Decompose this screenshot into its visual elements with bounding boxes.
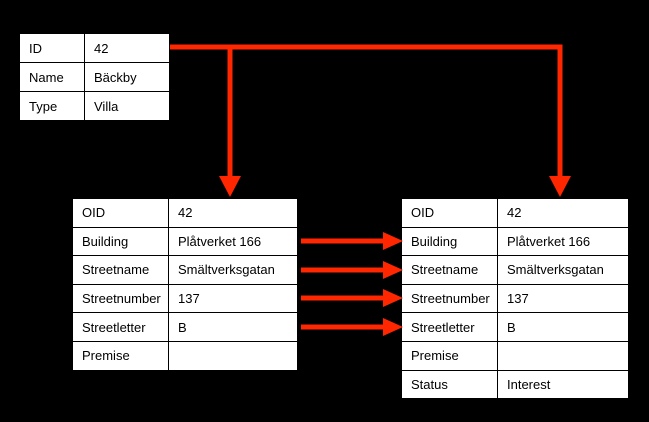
- field-label: Streetletter: [401, 312, 498, 342]
- field-label: Streetname: [401, 255, 498, 285]
- table-row: Premise: [401, 340, 629, 371]
- field-label: Streetname: [72, 255, 169, 285]
- field-label: OID: [72, 198, 169, 228]
- table-row: Streetnumber 137: [401, 283, 629, 314]
- table-row: Streetname Smältverksgatan: [72, 255, 298, 285]
- table-row: Premise: [72, 340, 298, 371]
- table-row: Building Plåtverket 166: [401, 226, 629, 257]
- field-label: Streetnumber: [401, 283, 498, 314]
- table-row: Building Plåtverket 166: [72, 226, 298, 257]
- field-value: [497, 340, 629, 371]
- field-label: Building: [72, 226, 169, 257]
- field-value: Interest: [497, 369, 629, 400]
- field-label: Streetnumber: [72, 283, 169, 314]
- field-value: Bäckby: [84, 62, 170, 92]
- field-label: Premise: [72, 340, 169, 371]
- address-record-table-right: OID 42 Building Plåtverket 166 Streetnam…: [401, 198, 629, 400]
- field-value: 137: [497, 283, 629, 314]
- field-label: Premise: [401, 340, 498, 371]
- table-row: Name Bäckby: [19, 62, 170, 92]
- table-row: OID 42: [401, 198, 629, 228]
- arrowhead-right-building-icon: [383, 232, 403, 250]
- address-record-table-left: OID 42 Building Plåtverket 166 Streetnam…: [72, 198, 298, 371]
- arrowhead-right-streetletter-icon: [383, 318, 403, 336]
- field-value: Villa: [84, 91, 170, 121]
- table-row: Status Interest: [401, 369, 629, 400]
- table-row: Streetletter B: [72, 312, 298, 342]
- field-label: Name: [19, 62, 85, 92]
- field-value: B: [168, 312, 298, 342]
- field-label: OID: [401, 198, 498, 228]
- field-value: 137: [168, 283, 298, 314]
- house-record-table: ID 42 Name Bäckby Type Villa: [19, 33, 170, 121]
- table-row: OID 42: [72, 198, 298, 228]
- field-value: 42: [168, 198, 298, 228]
- field-value: Smältverksgatan: [168, 255, 298, 285]
- arrowhead-right-streetnumber-icon: [383, 289, 403, 307]
- table-row: Streetnumber 137: [72, 283, 298, 314]
- field-label: ID: [19, 33, 85, 63]
- field-value: Plåtverket 166: [168, 226, 298, 257]
- field-value: Smältverksgatan: [497, 255, 629, 285]
- field-value: Plåtverket 166: [497, 226, 629, 257]
- field-label: Building: [401, 226, 498, 257]
- arrowhead-down-right-icon: [549, 176, 571, 197]
- id-to-addresses-connector-line: [170, 44, 563, 177]
- table-row: ID 42: [19, 33, 170, 63]
- field-label: Status: [401, 369, 498, 400]
- field-value: 42: [84, 33, 170, 63]
- field-value: [168, 340, 298, 371]
- table-row: Type Villa: [19, 91, 170, 121]
- field-label: Type: [19, 91, 85, 121]
- arrowhead-right-streetname-icon: [383, 261, 403, 279]
- arrowhead-down-left-icon: [219, 176, 241, 197]
- table-row: Streetletter B: [401, 312, 629, 342]
- field-value: B: [497, 312, 629, 342]
- field-value: 42: [497, 198, 629, 228]
- table-row: Streetname Smältverksgatan: [401, 255, 629, 285]
- field-label: Streetletter: [72, 312, 169, 342]
